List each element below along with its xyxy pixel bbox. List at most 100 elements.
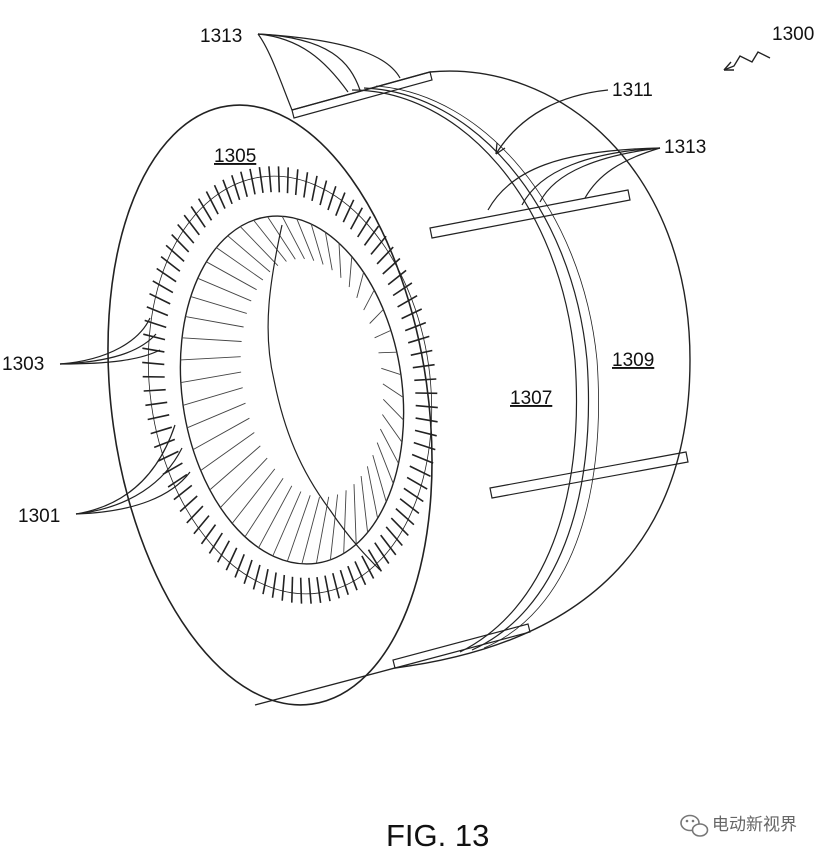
bore [179, 215, 405, 565]
label-1307: 1307 [510, 388, 552, 409]
stator-tooth [335, 192, 346, 216]
leader-1301-b [75, 447, 183, 515]
stator-tooth [382, 257, 401, 275]
stator-tooth [406, 476, 428, 490]
stator-tooth [380, 534, 397, 556]
stator-tooth [319, 180, 328, 206]
stator-tooth [303, 172, 309, 198]
cylinder-outline [254, 70, 691, 706]
stator-tooth [171, 234, 190, 253]
stator-tooth [186, 505, 204, 524]
stator-tooth [311, 175, 318, 202]
stator-tooth [205, 191, 219, 215]
stator-tooth [397, 295, 418, 308]
bore-slot [220, 457, 268, 508]
arrow-1300-head [723, 61, 734, 71]
watermark-text: 电动新视界 [712, 815, 797, 835]
watermark: 电动新视界 [680, 814, 797, 837]
stator-tooth [143, 388, 166, 392]
leader-1313-right-c [539, 147, 661, 203]
label-1313-top: 1313 [200, 26, 242, 47]
stator-tooth [258, 166, 264, 194]
bore-slot [378, 351, 397, 354]
leader-1303-b [59, 333, 157, 365]
label-1301: 1301 [18, 506, 60, 527]
label-1303: 1303 [2, 354, 44, 375]
wechat-icon [680, 814, 709, 837]
end-face-outer [107, 104, 433, 706]
stator-tooth [146, 306, 169, 317]
band-bottom [392, 623, 531, 669]
bore-slot [190, 296, 247, 314]
stator-tooth [231, 175, 241, 201]
bore-slot [281, 215, 305, 260]
bore-slot [376, 442, 394, 484]
stator-tooth [308, 577, 312, 604]
stator-tooth [197, 198, 213, 221]
band-top [291, 71, 433, 119]
stator-tooth [357, 216, 372, 238]
bore-slot [239, 226, 279, 267]
stator-tooth [281, 574, 286, 601]
stator-tooth [403, 487, 424, 503]
stator-tooth [165, 244, 185, 262]
stator-tooth [361, 555, 375, 579]
bore-slot [329, 494, 339, 560]
stator-tooth [409, 465, 431, 478]
stator-tooth [200, 524, 217, 545]
stator-tooth [183, 214, 200, 236]
stator-tooth [193, 515, 210, 535]
bore-slot [187, 402, 246, 429]
stator-tooth [385, 526, 403, 547]
bore-slot [382, 414, 403, 443]
leader-1313-right-a [487, 147, 661, 211]
stator-tooth [216, 540, 231, 563]
stator-tooth [213, 184, 226, 209]
stator-tooth [177, 223, 195, 244]
stator-tooth [234, 554, 245, 578]
stator-tooth [413, 441, 436, 451]
bore-slot [353, 484, 357, 545]
bore-slot [310, 223, 324, 265]
stator-tooth [252, 564, 261, 590]
leader-1301-a [75, 424, 176, 515]
stator-tooth [249, 168, 256, 195]
groove-ring-outer [351, 89, 578, 653]
stator-tooth [392, 282, 413, 297]
stator-tooth [294, 169, 299, 196]
bore-slot [338, 243, 342, 278]
stator-tooth [222, 179, 233, 205]
leader-1301-c [75, 471, 191, 515]
stator-tooth [370, 235, 387, 255]
leader-1311 [495, 89, 609, 155]
stator-tooth [415, 404, 438, 409]
stator-tooth [407, 335, 430, 344]
stator-tooth [390, 517, 409, 536]
label-1300: 1300 [772, 24, 814, 45]
stator-tooth [299, 577, 303, 604]
stator-tooth [142, 361, 165, 366]
stator-teeth [142, 166, 438, 604]
bore-slot [227, 235, 271, 273]
bore-slot [369, 309, 384, 324]
groove-ring-inner-2 [375, 85, 599, 649]
stator-tooth [374, 542, 390, 564]
leader-1311-head [495, 142, 506, 155]
stator-tooth [395, 508, 415, 526]
stator-tooth [225, 547, 238, 571]
bore-slot [286, 495, 311, 562]
leader-1313-top-d [257, 33, 401, 79]
bore-slot [363, 289, 375, 311]
leader-lines [59, 33, 771, 515]
stator-tooth [387, 269, 407, 286]
stator-tooth [271, 572, 277, 598]
stator-tooth [414, 378, 437, 382]
stator-tooth [347, 565, 358, 591]
bore-slot [267, 216, 296, 260]
stator-tooth [316, 576, 322, 604]
label-1305: 1305 [214, 146, 256, 167]
bore-slot [382, 398, 404, 421]
leader-1303-c [59, 349, 161, 365]
bore-slot [272, 491, 302, 557]
